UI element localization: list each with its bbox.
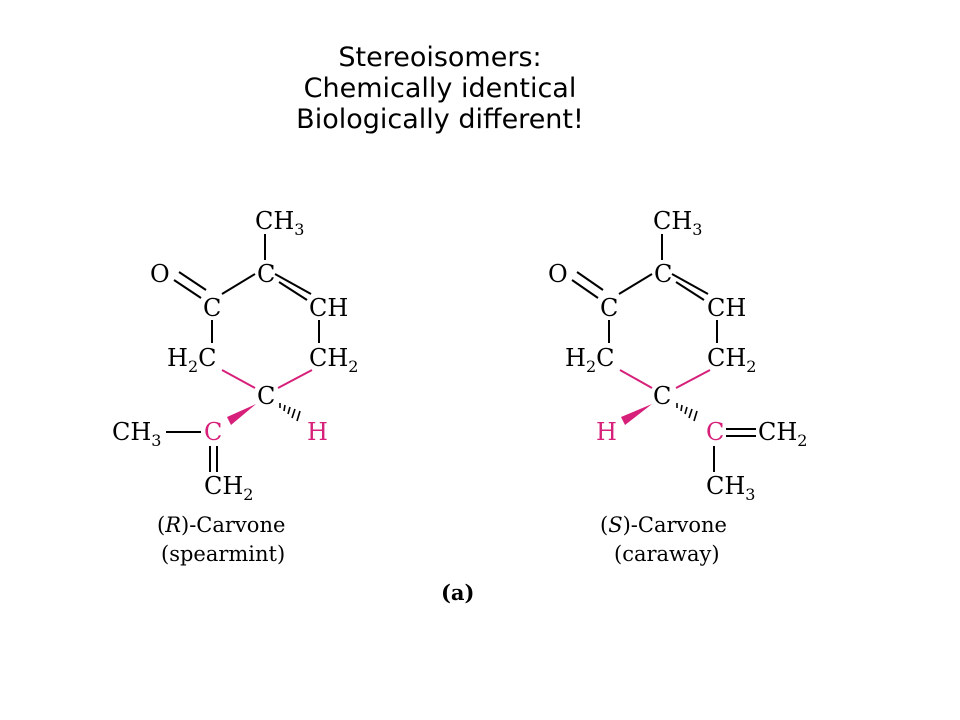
s-h2c-label: H2C xyxy=(565,344,615,376)
s-carvone-source: (caraway) xyxy=(614,542,720,566)
r-hydrogen-label: H xyxy=(307,418,328,446)
s-ch2-right-label: CH2 xyxy=(707,344,756,376)
s-ring-carbon-top-label: C xyxy=(654,260,672,288)
title-line-2: Chemically identical xyxy=(303,73,577,104)
panel-label: (a) xyxy=(441,580,474,605)
r-carvone-name: (R)-Carvone xyxy=(157,513,285,537)
s-ch-label: CH xyxy=(707,294,746,322)
r-carbonyl-carbon-label: C xyxy=(203,294,221,322)
r-oxygen-label: O xyxy=(150,260,170,288)
r-methyl-top-label: CH3 xyxy=(255,207,304,239)
r-carvone-source: (spearmint) xyxy=(161,542,285,566)
s-carvone-structure: CH3 O C C CH H2C CH2 C H C CH2 CH3 xyxy=(548,207,807,566)
s-stereocenter-label: C xyxy=(653,382,671,410)
title-line-3: Biologically different! xyxy=(296,104,584,135)
r-ch2-right-label: CH2 xyxy=(309,344,358,376)
s-carbonyl-carbon-label: C xyxy=(600,294,618,322)
slide-title: Stereoisomers: Chemically identical Biol… xyxy=(180,42,700,135)
title-line-1: Stereoisomers: xyxy=(338,42,542,73)
s-substituent-carbon-label: C xyxy=(706,418,724,446)
r-carvone-structure: CH3 O C C CH H2C CH2 C CH3 C H CH2 xyxy=(112,207,358,566)
r-ch-label: CH xyxy=(309,294,348,322)
r-ch2-bottom-label: CH2 xyxy=(204,472,253,504)
r-stereocenter-label: C xyxy=(257,382,275,410)
s-oxygen-label: O xyxy=(548,260,568,288)
r-ring-carbon-top-label: C xyxy=(257,260,275,288)
s-carvone-name: (S)-Carvone xyxy=(600,513,727,537)
r-ch3-left-label: CH3 xyxy=(112,418,161,450)
r-h2c-label: H2C xyxy=(167,344,217,376)
r-substituent-carbon-label: C xyxy=(204,418,222,446)
s-ch2-end-label: CH2 xyxy=(758,418,807,450)
s-ch3-bottom-label: CH3 xyxy=(706,472,755,504)
s-hydrogen-label: H xyxy=(596,418,617,446)
s-methyl-top-label: CH3 xyxy=(653,207,702,239)
